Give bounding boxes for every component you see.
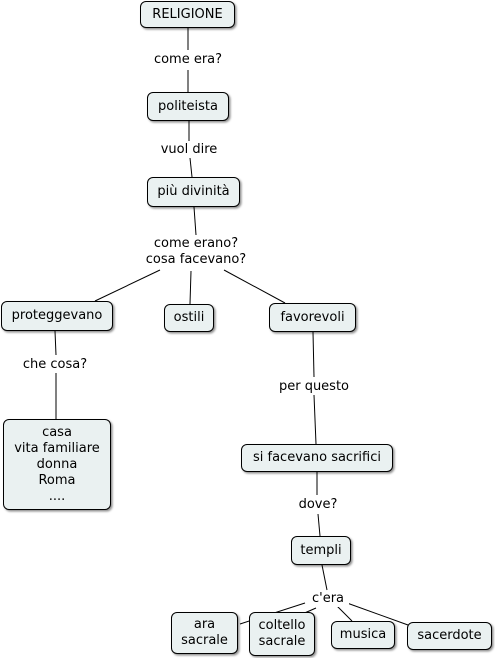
node-sacrale-text: sacrale [181,633,228,648]
connector-label-sacerdote [346,602,409,626]
link-label-vuol-dire-text: vuol dire [160,142,218,157]
node-piu-divinita-text: più divinità [157,184,230,199]
node-musica-text: musica [339,627,387,642]
node-piu-divinita[interactable]: più divinità [147,177,240,207]
link-label-c-era-text: c'era [311,591,345,606]
node-politeista[interactable]: politeista [147,92,229,121]
node-casa-text: casa [42,424,72,440]
node-coltello-text: coltello [258,618,306,633]
node-roma-text: Roma [38,472,76,488]
node-donna-text: donna [36,456,78,472]
node-ara-text: ara [193,617,216,632]
node-religione[interactable]: RELIGIONE [140,1,235,28]
node-ostili[interactable]: ostili [164,304,214,332]
connector-label-favorevoli [223,269,286,304]
node-ara-sacrale[interactable]: ara sacrale [171,612,238,654]
node-vita-familiare-text: vita familiare [14,440,100,456]
link-label-come-erano-text: come erano? [153,236,239,251]
node-religione-text: RELIGIONE [152,6,223,22]
connector-proteggevano-label [54,330,57,356]
node-proteggevano[interactable]: proteggevano [1,301,113,331]
connector-label-sacrifici [313,394,317,445]
link-label-cosa-facevano-text: cosa facevano? [145,252,247,267]
node-favorevoli[interactable]: favorevoli [269,303,356,332]
node-coltello-sacrale-text: sacrale [258,634,306,649]
link-label-c-era: c'era [307,591,349,607]
node-templi-text: templi [300,542,342,558]
node-sacrifici[interactable]: si facevano sacrifici [241,444,393,472]
node-ostili-text: ostili [173,310,205,325]
connector-label-musica [336,605,353,622]
node-musica[interactable]: musica [331,621,395,649]
node-politeista-text: politeista [158,98,218,114]
connector-divinita-label [193,206,197,236]
connector-label-ostili [189,270,192,305]
link-label-come-era: come era? [148,52,228,68]
connector-label-divinita [189,157,193,178]
node-casa-list[interactable]: casa vita familiare donna Roma .... [3,419,111,510]
connector-label-proteggevano [94,269,161,302]
link-label-per-questo-text: per questo [278,379,350,394]
connector-label-templi [317,513,321,537]
link-label-dove: dove? [294,497,342,513]
connector-favorevoli-label [312,331,315,378]
node-coltello-sacrale[interactable]: coltello sacrale [249,612,315,656]
node-sacerdote-text: sacerdote [417,628,482,643]
link-label-vuol-dire: vuol dire [156,142,222,158]
link-label-dove-text: dove? [298,497,338,512]
link-label-per-questo: per questo [273,379,355,395]
link-label-come-erano: come erano? cosa facevano? [137,236,255,268]
node-templi[interactable]: templi [291,536,351,565]
link-label-che-cosa-text: che cosa? [22,357,88,372]
connector-templi-label [321,564,328,591]
node-ellipsis-text: .... [48,488,66,504]
node-sacerdote[interactable]: sacerdote [407,622,492,650]
link-label-che-cosa: che cosa? [17,357,93,373]
node-proteggevano-text: proteggevano [11,308,103,323]
node-favorevoli-text: favorevoli [280,309,345,325]
link-label-come-era-text: come era? [153,52,223,67]
node-sacrifici-text: si facevano sacrifici [253,450,381,465]
